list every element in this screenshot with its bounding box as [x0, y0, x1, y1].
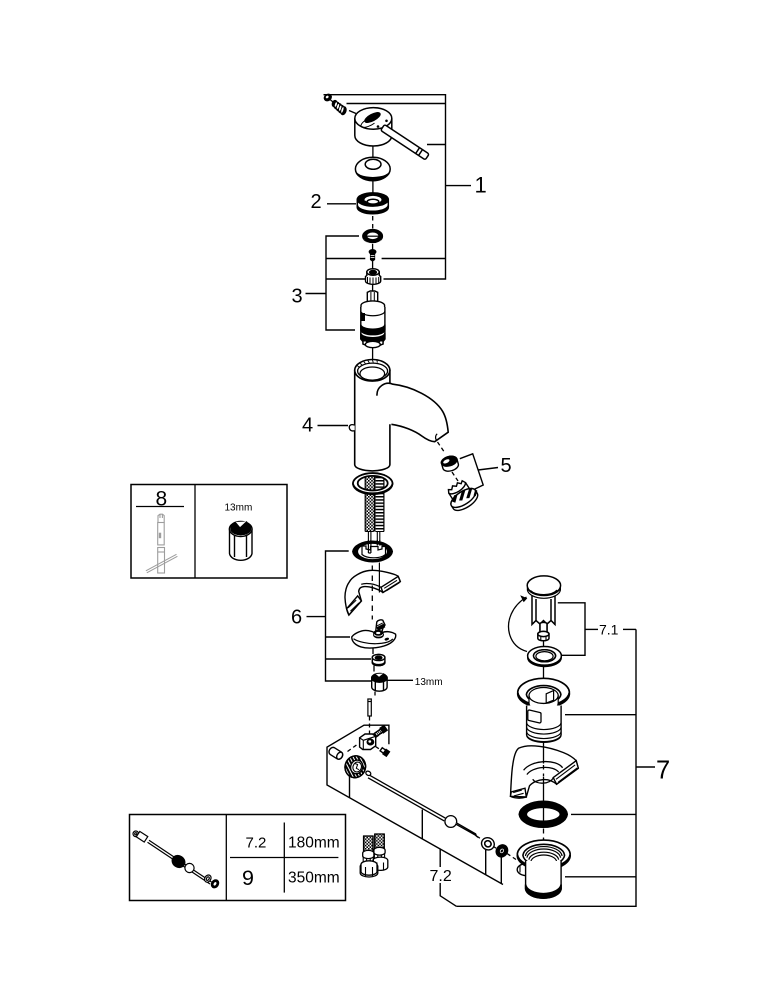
svg-text:13mm: 13mm	[225, 503, 253, 514]
svg-text:4: 4	[302, 415, 313, 437]
svg-text:5: 5	[501, 455, 512, 477]
svg-text:1: 1	[475, 173, 487, 198]
svg-text:7.1: 7.1	[599, 622, 619, 638]
svg-text:9: 9	[242, 866, 254, 890]
svg-text:350mm: 350mm	[288, 870, 340, 887]
svg-text:180mm: 180mm	[288, 835, 340, 852]
svg-text:8: 8	[156, 488, 168, 511]
svg-text:6: 6	[291, 607, 302, 629]
svg-text:3: 3	[292, 286, 303, 308]
svg-text:7.2: 7.2	[246, 835, 267, 852]
svg-text:13mm: 13mm	[415, 677, 443, 688]
svg-text:2: 2	[311, 191, 322, 213]
svg-text:7: 7	[656, 757, 670, 785]
svg-text:7.2: 7.2	[430, 868, 452, 885]
